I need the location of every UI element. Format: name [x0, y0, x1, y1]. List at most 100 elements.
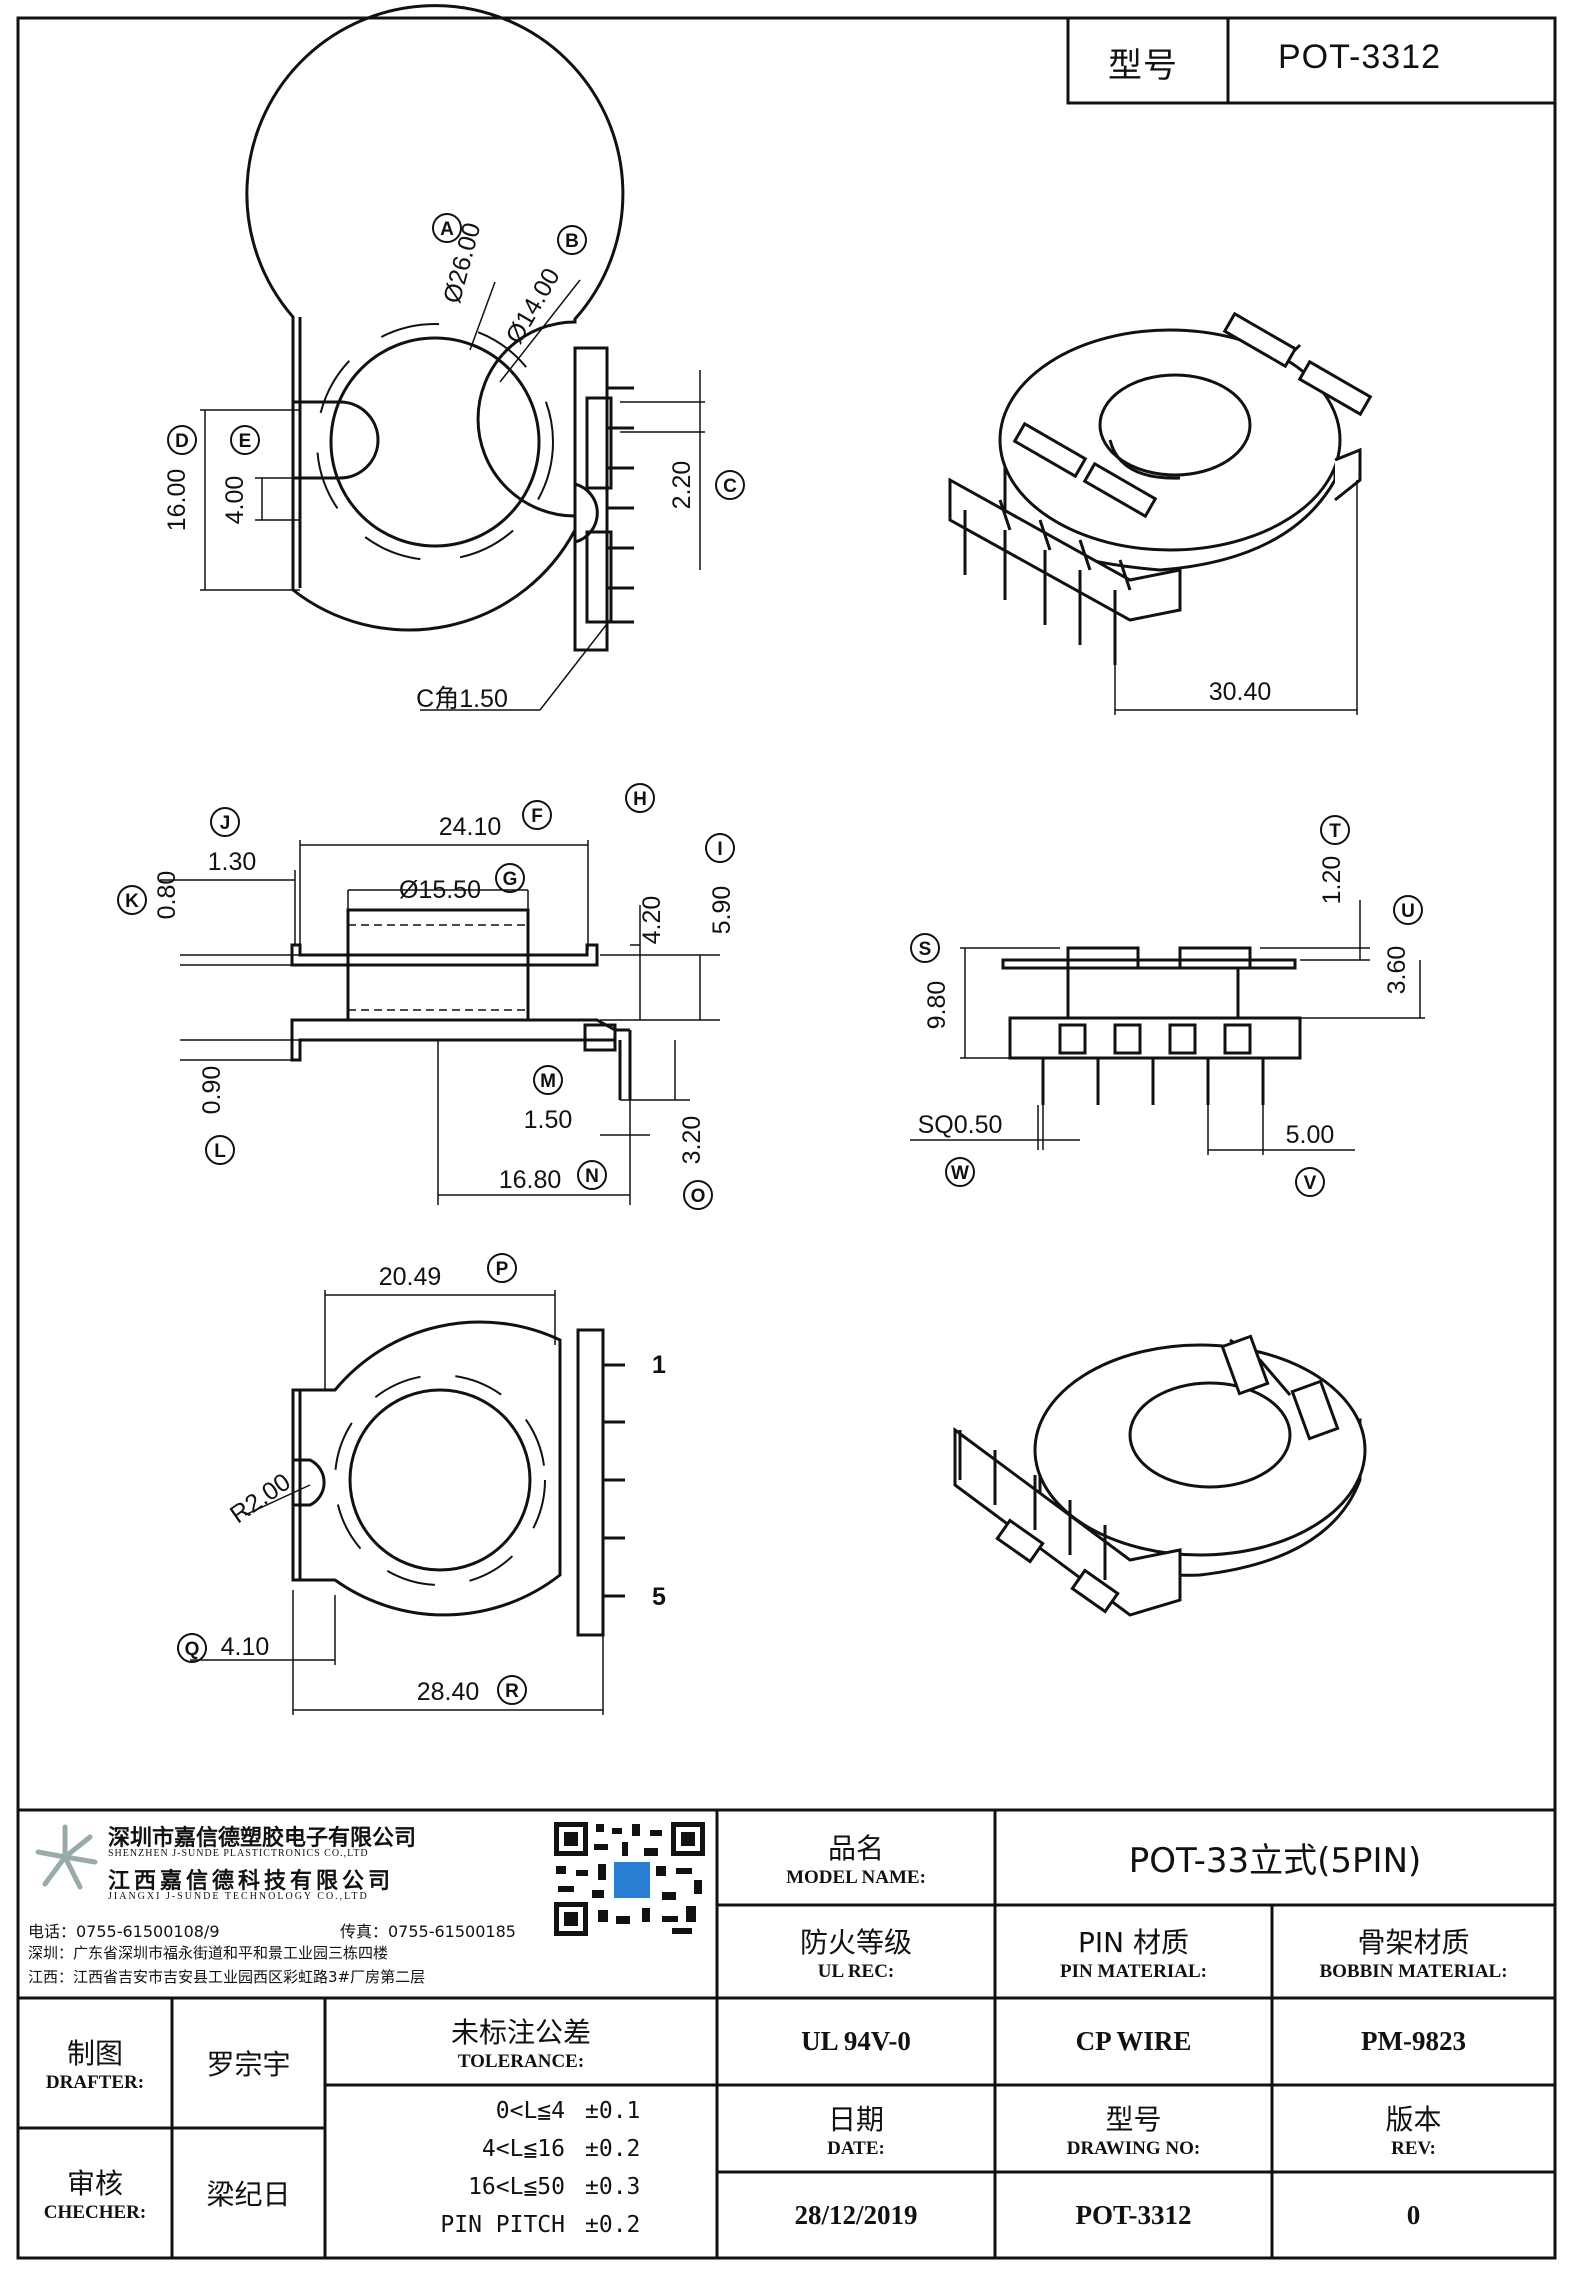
svg-text:K: K: [125, 891, 139, 912]
dim-chamfer-value: C角1.50: [416, 685, 508, 713]
svg-text:G: G: [503, 869, 518, 890]
bubble-W: W: [945, 1157, 975, 1187]
svg-text:Q: Q: [185, 1639, 200, 1660]
svg-text:D: D: [175, 431, 189, 452]
svg-text:A: A: [440, 219, 454, 240]
bubble-J: J: [210, 807, 240, 837]
bubble-R: R: [497, 1675, 527, 1705]
bubble-U: U: [1393, 895, 1423, 925]
bubble-K: K: [117, 885, 147, 915]
tolerance-row: 4<L≦16±0.2: [481, 2136, 641, 2162]
header-label: 型号: [1108, 46, 1178, 86]
bubble-V: V: [1295, 1167, 1325, 1197]
tolerance-row: 0<L≦4±0.1: [495, 2098, 641, 2124]
iso-view-bottom: [953, 1334, 1367, 1617]
dim-I-value: 5.90: [708, 886, 736, 935]
dim-H-value: 4.20: [638, 896, 666, 945]
dim-iso-width: 30.40: [1209, 678, 1272, 706]
bubble-A: A: [432, 213, 462, 243]
bubble-C: C: [715, 470, 745, 500]
front-view: [1001, 946, 1302, 1105]
dim-T-value: 1.20: [1318, 856, 1346, 905]
company-name-jx: 江西嘉信德科技有限公司: [108, 1869, 395, 1894]
svg-text:M: M: [540, 1071, 556, 1092]
tolerance-row: 16<L≦50±0.3: [468, 2174, 641, 2200]
svg-text:W: W: [951, 1163, 969, 1184]
svg-text:V: V: [1304, 1173, 1317, 1194]
cell-ul-value: UL 94V-0: [801, 2026, 911, 2056]
qr-code: [552, 1820, 707, 1938]
bubble-H: H: [625, 783, 655, 813]
dim-R2-value: R2.00: [225, 1468, 296, 1529]
company-tel: 电话：0755-61500108/9: [28, 1922, 220, 1941]
company-fax: 传真：0755-61500185: [340, 1922, 516, 1941]
cell-drafter-label: 制图 DRAFTER:: [45, 2037, 145, 2093]
cell-model-name-value: POT-33立式(5PIN): [1128, 1841, 1422, 1881]
top-view: [245, 4, 634, 652]
dim-V-value: 5.00: [1286, 1121, 1335, 1149]
bubble-G: G: [495, 863, 525, 893]
bubble-L: L: [205, 1135, 235, 1165]
cell-ul-label: 防火等级 UL REC:: [799, 1925, 912, 1982]
tolerance-table: 0<L≦4±0.1 4<L≦16±0.2 16<L≦50±0.3 PIN PIT…: [340, 2092, 710, 2244]
company-addr-sz: 深圳：广东省深圳市福永街道和平和景工业园三栋四楼: [28, 1944, 389, 1962]
dim-B-value: Ø14.00: [500, 263, 565, 348]
pin-1-label: 1: [652, 1351, 666, 1379]
svg-text:R: R: [505, 1681, 519, 1702]
pin-5-label: 5: [652, 1583, 666, 1611]
dim-D-value: 16.00: [163, 469, 191, 532]
bubble-F: F: [522, 800, 552, 830]
bubble-P: P: [487, 1253, 517, 1283]
company-name-jx-en: JIANGXI J-SUNDE TECHNOLOGY CO.,LTD: [108, 1891, 369, 1902]
svg-text:U: U: [1401, 901, 1415, 922]
svg-text:F: F: [531, 806, 543, 827]
svg-text:S: S: [919, 939, 932, 960]
dim-W-value: SQ0.50: [918, 1111, 1003, 1139]
dim-Q-value: 4.10: [221, 1633, 270, 1661]
dim-L-value: 0.90: [198, 1066, 226, 1115]
bubble-I: I: [705, 833, 735, 863]
cell-dwg-value: POT-3312: [1075, 2199, 1192, 2230]
cell-bobbin-label: 骨架材质 BOBBIN MATERIAL:: [1319, 1925, 1508, 1982]
cell-rev-value: 0: [1406, 2199, 1421, 2230]
svg-text:H: H: [633, 789, 647, 810]
cell-dwg-label: 型号 DRAWING NO:: [1066, 2102, 1201, 2159]
dim-N-value: 16.80: [499, 1166, 562, 1194]
company-addr-jx: 江西：江西省吉安市吉安县工业园西区彩虹路3#厂房第二层: [28, 1968, 426, 1986]
dim-C-value: 2.20: [668, 461, 696, 510]
cell-date-label: 日期 DATE:: [827, 2102, 885, 2159]
dim-F-value: 24.10: [439, 813, 502, 841]
cell-rev-label: 版本 REV:: [1385, 2102, 1442, 2159]
bubble-E: E: [230, 425, 260, 455]
title-block-grid: [18, 16, 1557, 2258]
svg-text:N: N: [585, 1166, 599, 1187]
svg-text:J: J: [220, 813, 231, 834]
top-view-dims: [200, 279, 705, 711]
bubble-T: T: [1320, 815, 1350, 845]
cell-model-name-label: 品名 MODEL NAME:: [786, 1831, 926, 1888]
dim-U-value: 3.60: [1383, 946, 1411, 995]
iso-view-top: [948, 311, 1373, 665]
bubble-S: S: [910, 933, 940, 963]
tolerance-row: PIN PITCH±0.2: [440, 2212, 641, 2238]
cell-date-value: 28/12/2019: [794, 2199, 918, 2230]
bottom-view: [291, 1320, 625, 1637]
dim-R-value: 28.40: [417, 1678, 480, 1706]
side-view-dims: [160, 840, 720, 1205]
svg-text:O: O: [691, 1186, 706, 1207]
cell-tolerance-label: 未标注公差 TOLERANCE:: [450, 2015, 591, 2072]
cell-checker-label: 审核 CHECHER:: [43, 2167, 147, 2223]
company-name-sz-en: SHENZHEN J-SUNDE PLASTICTRONICS CO.,LTD: [108, 1848, 369, 1859]
side-view: [290, 908, 632, 1100]
cell-pin-label: PIN 材质 PIN MATERIAL:: [1060, 1925, 1207, 1982]
bubble-O: O: [683, 1180, 713, 1210]
cell-bobbin-value: PM-9823: [1361, 2026, 1466, 2056]
sheet-border: [16, 16, 1557, 2260]
front-view-dims: [910, 900, 1425, 1155]
cell-pin-value: CP WIRE: [1075, 2026, 1192, 2056]
dim-J-value: 1.30: [208, 848, 257, 876]
dim-O-value: 3.20: [678, 1116, 706, 1165]
dim-S-value: 9.80: [923, 981, 951, 1030]
dim-M-value: 1.50: [524, 1106, 573, 1134]
